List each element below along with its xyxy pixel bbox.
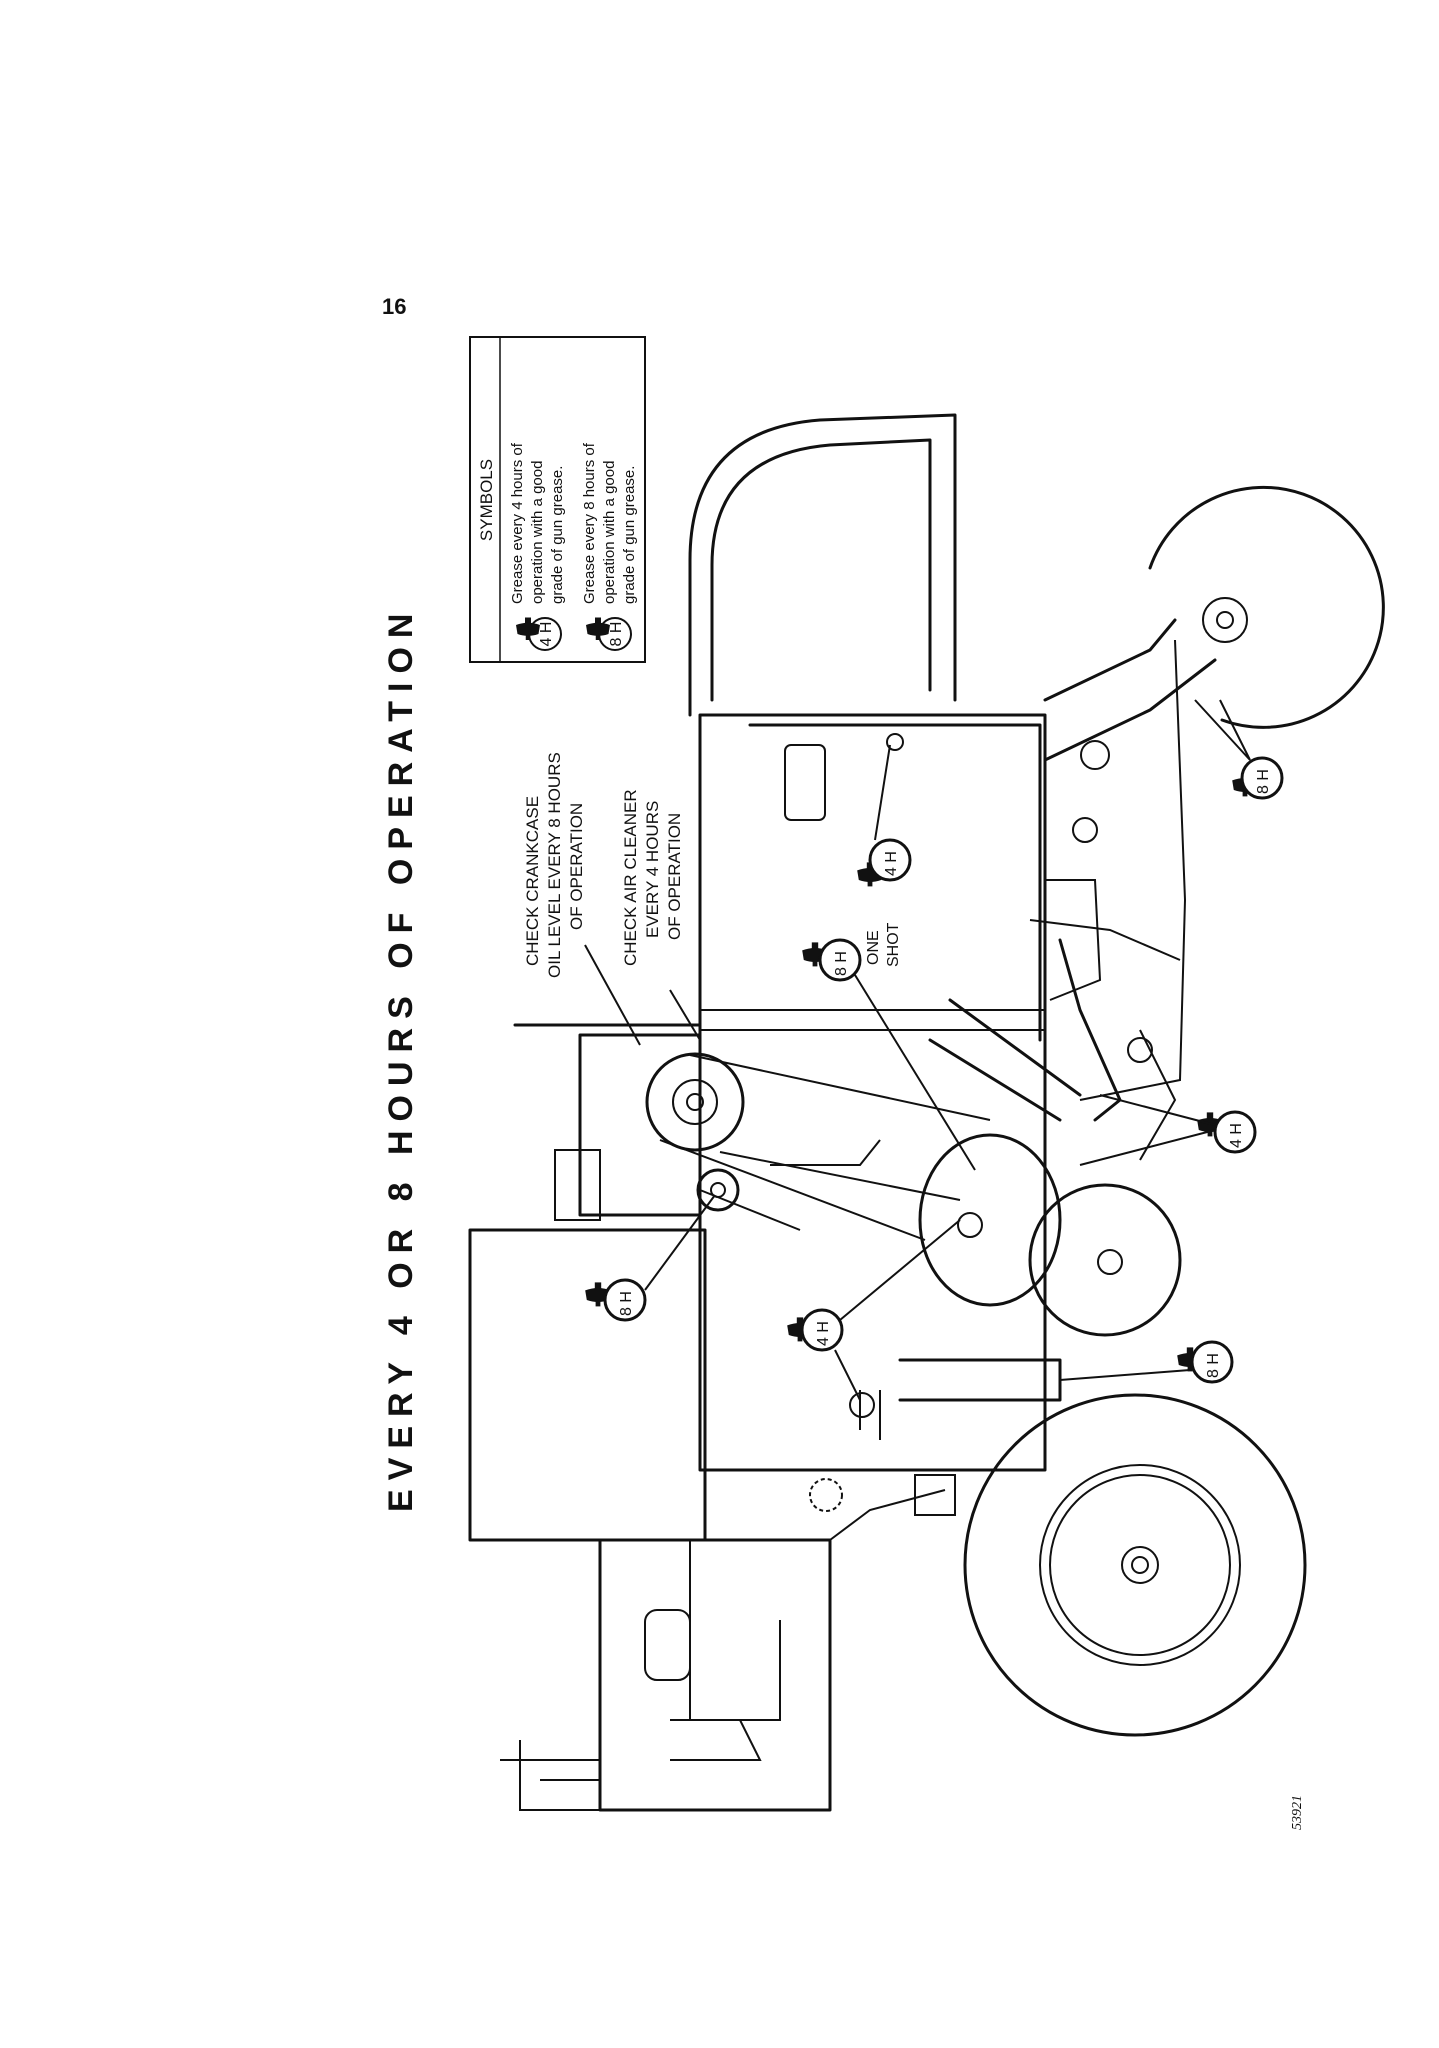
- symbol-8h-line-3: grade of gun grease.: [621, 466, 638, 604]
- crankcase-line-2: OIL LEVEL EVERY 8 HOURS: [545, 752, 564, 978]
- main-drum: [918, 1133, 1062, 1307]
- front-frame-lower: [1043, 658, 1217, 762]
- badge-8h-rear: 8 H: [1059, 1340, 1234, 1384]
- badge-4h-drum: 4 H: [1079, 1094, 1257, 1166]
- engine-starter: [554, 1149, 601, 1221]
- front-frame: [1043, 618, 1177, 702]
- page-number: 16: [382, 294, 407, 319]
- symbols-heading: SYMBOLS: [477, 459, 496, 541]
- badge-4h-lower: 4 H: [787, 1219, 961, 1401]
- body-panel: [748, 723, 1042, 1042]
- one-shot-line-2: SHOT: [885, 922, 902, 967]
- rear-axle-beam: [898, 1358, 1062, 1402]
- crankcase-line-3: OF OPERATION: [567, 803, 586, 930]
- linkage-cross: [1029, 919, 1181, 961]
- page-title: EVERY 4 OR 8 HOURS OF OPERATION: [382, 605, 420, 1513]
- air-cleaner-line-3: OF OPERATION: [665, 813, 684, 940]
- main-body: [698, 713, 1047, 1472]
- svg-text:8 H: 8 H: [833, 951, 850, 976]
- symbol-8h: 8 H Grease every 8 hours of operation wi…: [581, 442, 638, 651]
- rear-bracket: [859, 1390, 881, 1440]
- annotation-one-shot: ONE SHOT: [865, 922, 902, 967]
- seat: [644, 1609, 691, 1681]
- svg-text:8 H: 8 H: [618, 1291, 635, 1316]
- symbol-4h-badge: 4 H: [538, 622, 555, 647]
- hood: [688, 413, 957, 717]
- svg-text:4 H: 4 H: [1228, 1123, 1245, 1148]
- grease-fitting-dashed: [809, 1478, 843, 1512]
- seat-support: [689, 1540, 781, 1721]
- hopper-box: [468, 1228, 707, 1542]
- crankcase-line-1: CHECK CRANKCASE: [523, 796, 542, 966]
- front-wheel: [1148, 485, 1385, 729]
- crankcase-callout: [584, 944, 641, 1046]
- symbol-4h-line-3: grade of gun grease.: [549, 466, 566, 604]
- badge-4h-body: 4 H: [857, 733, 912, 887]
- machine-drawing: [468, 413, 1385, 1812]
- operator-platform: [598, 1538, 832, 1812]
- engine-block: [578, 1033, 702, 1217]
- pedal-box: [670, 1719, 762, 1761]
- annotation-crankcase: CHECK CRANKCASE OIL LEVEL EVERY 8 HOURS …: [523, 752, 586, 978]
- svg-text:4 H: 4 H: [883, 851, 900, 876]
- frame-link: [829, 1489, 946, 1541]
- hood-inner: [710, 438, 932, 702]
- svg-text:8 H: 8 H: [1255, 769, 1272, 794]
- drum-wheel: [1028, 1183, 1182, 1337]
- hydraulic-arm: [1058, 938, 1122, 1122]
- one-shot-line-1: ONE: [865, 930, 882, 965]
- drive-belt: [659, 1054, 991, 1241]
- engine-pulley-small: [696, 1168, 740, 1212]
- symbol-4h-line-1: Grease every 4 hours of: [509, 442, 526, 604]
- symbol-4h: 4 H Grease every 4 hours of operation wi…: [509, 442, 566, 651]
- symbol-8h-line-1: Grease every 8 hours of: [581, 442, 598, 604]
- badge-8h-engine: 8 H: [585, 1194, 716, 1322]
- symbol-8h-line-2: operation with a good: [601, 461, 618, 604]
- symbol-8h-badge: 8 H: [608, 622, 625, 647]
- svg-text:4 H: 4 H: [815, 1321, 832, 1346]
- annotation-air-cleaner: CHECK AIR CLEANER EVERY 4 HOURS OF OPERA…: [621, 789, 684, 966]
- linkage-arm: [1079, 639, 1187, 1101]
- control-levers: [500, 1740, 600, 1811]
- grease-fitting-rear: [849, 1392, 875, 1418]
- badge-8h-one-shot: 8 H: [802, 938, 976, 1171]
- engine-pulley-large: [645, 1052, 745, 1152]
- air-cleaner-callout: [669, 989, 701, 1041]
- symbols-legend: SYMBOLS 4 H Grease every 4 hours of oper…: [469, 336, 646, 663]
- svg-text:8 H: 8 H: [1205, 1353, 1222, 1378]
- bearing-block: [914, 1474, 956, 1516]
- rear-wheel: [963, 1393, 1307, 1737]
- air-cleaner-line-1: CHECK AIR CLEANER: [621, 789, 640, 966]
- belt-guard: [928, 998, 1082, 1122]
- engine-pipe: [770, 1139, 881, 1166]
- side-panel-window: [784, 744, 826, 821]
- badge-8h-front-wheel: 8 H: [1194, 699, 1284, 800]
- cutter-bracket: [1139, 1029, 1177, 1161]
- air-cleaner-line-2: EVERY 4 HOURS: [643, 801, 662, 938]
- symbol-4h-line-2: operation with a good: [529, 461, 546, 604]
